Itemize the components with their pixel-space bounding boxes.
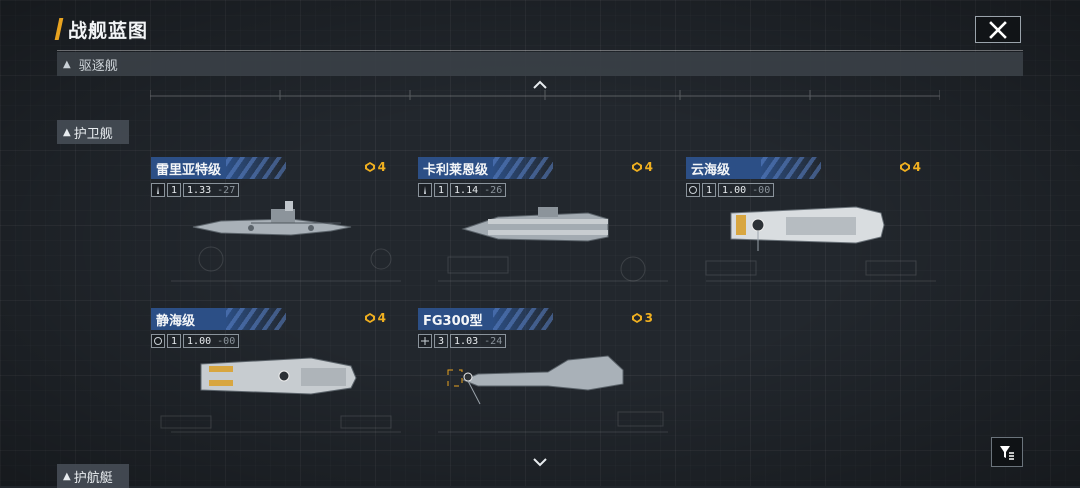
ship-stat-box: 1.33 -27 bbox=[183, 183, 240, 197]
title-divider bbox=[57, 50, 1023, 51]
banner-stripes bbox=[493, 157, 553, 179]
ship-rank: 4 bbox=[899, 160, 921, 174]
ship-card[interactable]: 雷里亚特级 4 1 1.33 -27 bbox=[151, 157, 421, 292]
page-title-group: 战舰蓝图 bbox=[54, 16, 149, 42]
ship-stat-sub: 27 bbox=[223, 184, 236, 196]
ship-stat-box: 1.00 -00 bbox=[718, 183, 775, 197]
rank-badge-icon bbox=[631, 162, 642, 172]
rank-badge-icon bbox=[364, 162, 375, 172]
ship-stats: 1 1.33 -27 bbox=[151, 183, 240, 197]
category-label: 护航艇 bbox=[73, 470, 113, 486]
category-tab-frigate[interactable]: ▲ 护卫舰 bbox=[57, 120, 129, 144]
ship-type-icon bbox=[418, 183, 432, 197]
category-bar-destroyer[interactable]: ▲ 驱逐舰 bbox=[57, 52, 1023, 76]
collapse-triangle-icon: ▲ bbox=[63, 126, 71, 138]
ship-card[interactable]: 卡利莱恩级 4 1 1.14 -26 bbox=[418, 157, 688, 292]
scroll-up-button[interactable] bbox=[531, 79, 549, 91]
ship-name: 云海级 bbox=[691, 162, 731, 178]
banner-stripes bbox=[226, 308, 286, 330]
ship-stat-main: 1.33 bbox=[187, 184, 212, 196]
ship-level: 1 bbox=[702, 183, 717, 197]
rank-badge-icon bbox=[631, 313, 642, 323]
collapse-triangle-icon: ▲ bbox=[63, 58, 71, 70]
ship-rank: 4 bbox=[364, 160, 386, 174]
ship-type-icon bbox=[151, 334, 165, 348]
category-label: 护卫舰 bbox=[73, 126, 113, 142]
collapse-triangle-icon: ▲ bbox=[63, 470, 71, 482]
filter-icon bbox=[1000, 446, 1014, 460]
ship-level: 1 bbox=[167, 334, 182, 348]
ship-stat-sub: 00 bbox=[758, 184, 771, 196]
rank-badge-icon bbox=[364, 313, 375, 323]
filter-button[interactable] bbox=[991, 437, 1023, 467]
ship-stat-main: 1.00 bbox=[722, 184, 747, 196]
ship-stat-box: 1.00 -00 bbox=[183, 334, 240, 348]
ship-type-icon bbox=[686, 183, 700, 197]
ship-card[interactable]: 云海级 4 1 1.00 -00 bbox=[686, 157, 956, 292]
rank-badge-icon bbox=[899, 162, 910, 172]
ship-name: 雷里亚特级 bbox=[156, 162, 222, 178]
ship-stat-main: 1.14 bbox=[454, 184, 479, 196]
banner-stripes bbox=[761, 157, 821, 179]
ship-rank: 4 bbox=[631, 160, 653, 174]
ship-name: 静海级 bbox=[156, 313, 196, 329]
ship-stats: 1 1.00 -00 bbox=[686, 183, 775, 197]
ship-type-icon bbox=[151, 183, 165, 197]
ship-name: 卡利莱恩级 bbox=[423, 162, 489, 178]
ship-blueprint-image bbox=[438, 207, 668, 282]
ship-type-icon bbox=[418, 334, 432, 348]
ship-stats: 3 1.03 -24 bbox=[418, 334, 507, 348]
close-icon bbox=[989, 20, 1007, 39]
chevron-up-icon bbox=[533, 80, 547, 89]
ship-stat-main: 1.00 bbox=[187, 335, 212, 347]
chevron-down-icon bbox=[533, 458, 547, 467]
ship-rank: 3 bbox=[631, 311, 653, 325]
ship-stat-sub: 26 bbox=[490, 184, 503, 196]
ship-stat-main: 1.03 bbox=[454, 335, 479, 347]
category-tab-escort[interactable]: ▲ 护航艇 bbox=[57, 464, 129, 488]
ship-name: FG300型 bbox=[423, 313, 483, 329]
ship-stats: 1 1.14 -26 bbox=[418, 183, 507, 197]
ship-rank: 4 bbox=[364, 311, 386, 325]
ship-card[interactable]: 静海级 4 1 1.00 -00 bbox=[151, 308, 421, 443]
ship-blueprint-image bbox=[438, 355, 668, 433]
scroll-down-button[interactable] bbox=[531, 456, 549, 468]
ship-stats: 1 1.00 -00 bbox=[151, 334, 240, 348]
category-label: 驱逐舰 bbox=[78, 58, 118, 74]
ship-stat-box: 1.14 -26 bbox=[450, 183, 507, 197]
ship-blueprint-image bbox=[160, 357, 401, 433]
ship-stat-sub: 00 bbox=[223, 335, 236, 347]
banner-stripes bbox=[226, 157, 286, 179]
ship-stat-box: 1.03 -24 bbox=[450, 334, 507, 348]
ship-card[interactable]: FG300型 3 3 1.03 -24 bbox=[418, 308, 688, 443]
blueprint-ruler bbox=[150, 90, 940, 100]
ship-level: 1 bbox=[167, 183, 182, 197]
ship-level: 1 bbox=[434, 183, 449, 197]
ship-blueprint-image bbox=[705, 206, 936, 282]
ship-level: 3 bbox=[434, 334, 449, 348]
page-title: 战舰蓝图 bbox=[68, 19, 149, 42]
close-button[interactable] bbox=[975, 16, 1021, 43]
banner-stripes bbox=[493, 308, 553, 330]
ship-blueprint-image bbox=[171, 201, 401, 282]
ship-stat-sub: 24 bbox=[490, 335, 503, 347]
